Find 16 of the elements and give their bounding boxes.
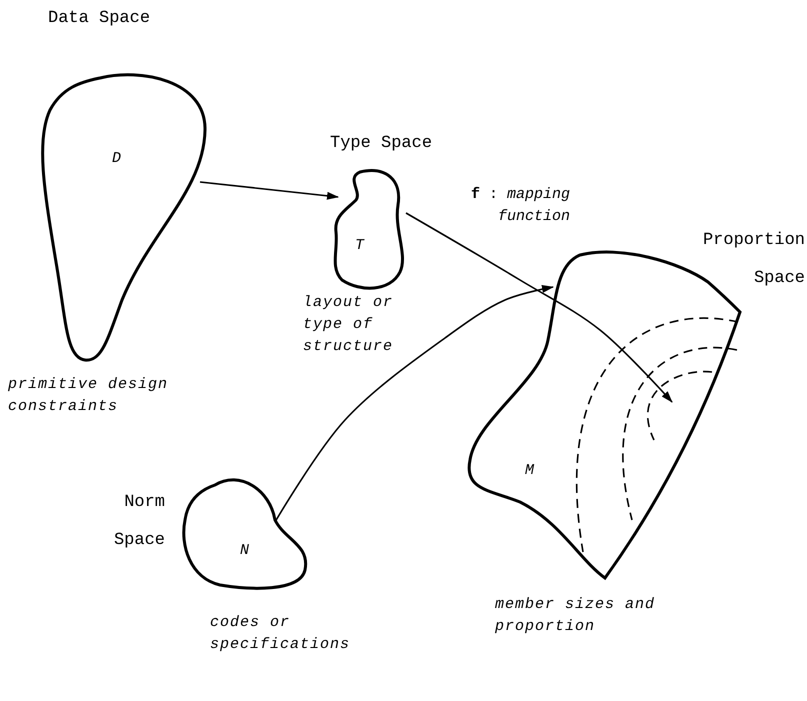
space-caption: primitive design constraints — [8, 375, 170, 417]
space-symbol: M — [525, 461, 534, 481]
space-caption: layout or type of structure — [303, 293, 394, 357]
space-caption: codes or specifications — [210, 613, 352, 655]
arrow — [200, 181, 339, 200]
arrow — [406, 212, 673, 403]
space-symbol: N — [240, 541, 250, 561]
space-heading: Norm Space — [112, 492, 165, 552]
space-symbol: T — [355, 236, 364, 256]
arrow — [274, 285, 554, 522]
space-caption: member sizes and proportion — [495, 595, 656, 637]
mapping-note: f : mapping function — [470, 185, 570, 227]
space-symbol: D — [112, 149, 122, 169]
space-heading: Proportion Space — [702, 230, 805, 290]
space-heading: Type Space — [330, 133, 432, 155]
space-heading: Data Space — [48, 8, 150, 30]
